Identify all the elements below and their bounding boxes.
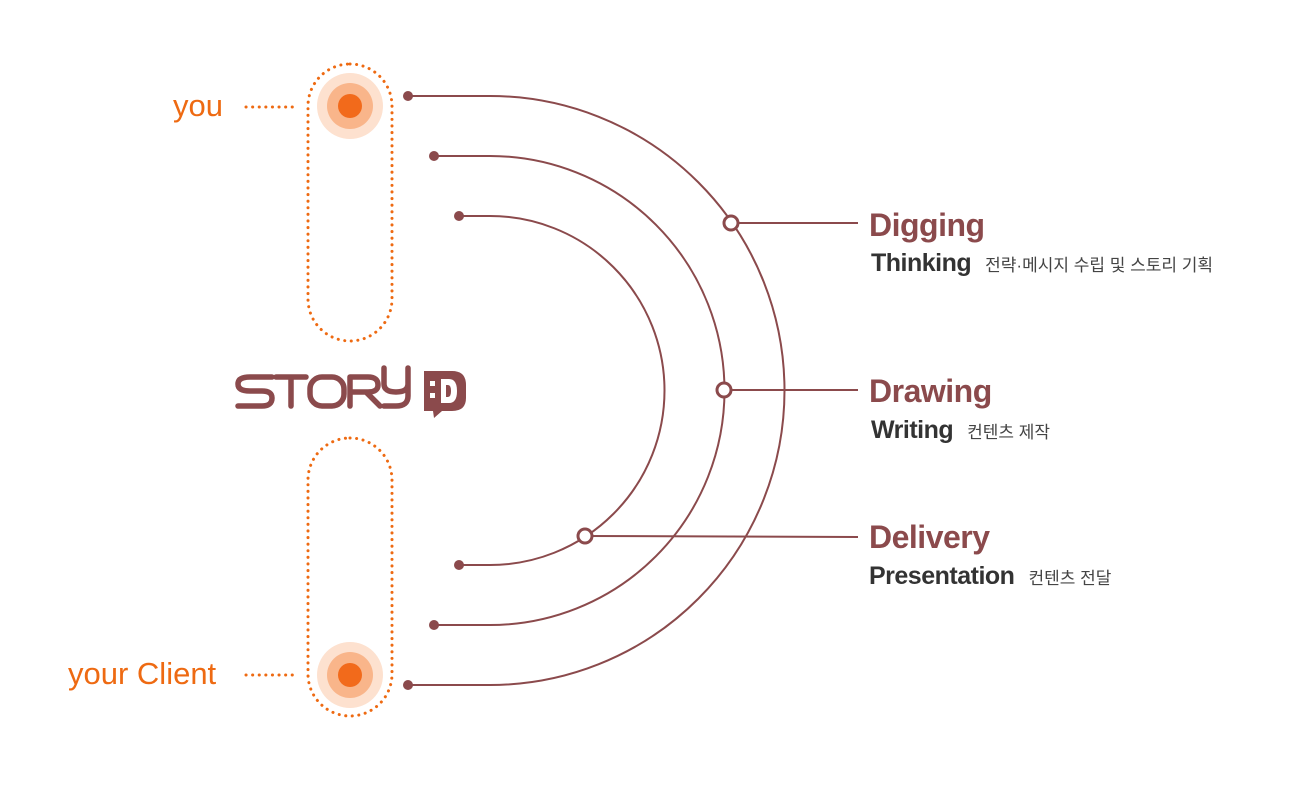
delivery-node: [576, 527, 594, 545]
inner-arc: [459, 215, 666, 566]
drawing-description: 컨텐츠 제작: [967, 423, 1051, 442]
arc-endpoints: [403, 91, 464, 690]
writing-subtitle-row: Writing 컨텐츠 제작: [871, 418, 1050, 443]
writing-subtitle: Writing: [871, 416, 954, 444]
thinking-subtitle: Thinking: [871, 249, 972, 277]
delivery-title: Delivery: [869, 519, 990, 555]
thinking-subtitle-row: Thinking 전략·메시지 수립 및 스토리 기획: [871, 251, 1213, 276]
you-capsule: [306, 62, 394, 343]
client-label: your Client: [68, 656, 217, 691]
digging-description: 전략·메시지 수립 및 스토리 기획: [985, 256, 1214, 275]
middle-arc: [434, 155, 726, 626]
delivery-description: 컨텐츠 전달: [1028, 569, 1112, 588]
you-marker: [317, 73, 383, 139]
drawing-title: Drawing: [869, 373, 992, 409]
presentation-subtitle: Presentation: [869, 562, 1015, 590]
story-logo: [235, 365, 466, 418]
digging-node: [722, 214, 740, 232]
drawing-node: [715, 381, 733, 399]
client-marker: [317, 642, 383, 708]
digging-title: Digging: [869, 207, 985, 243]
you-label: you: [173, 88, 223, 123]
client-capsule: [306, 436, 394, 718]
logo-wordmark: [235, 365, 411, 409]
presentation-subtitle-row: Presentation 컨텐츠 전달: [869, 564, 1111, 589]
delivery-connector: [584, 535, 859, 538]
